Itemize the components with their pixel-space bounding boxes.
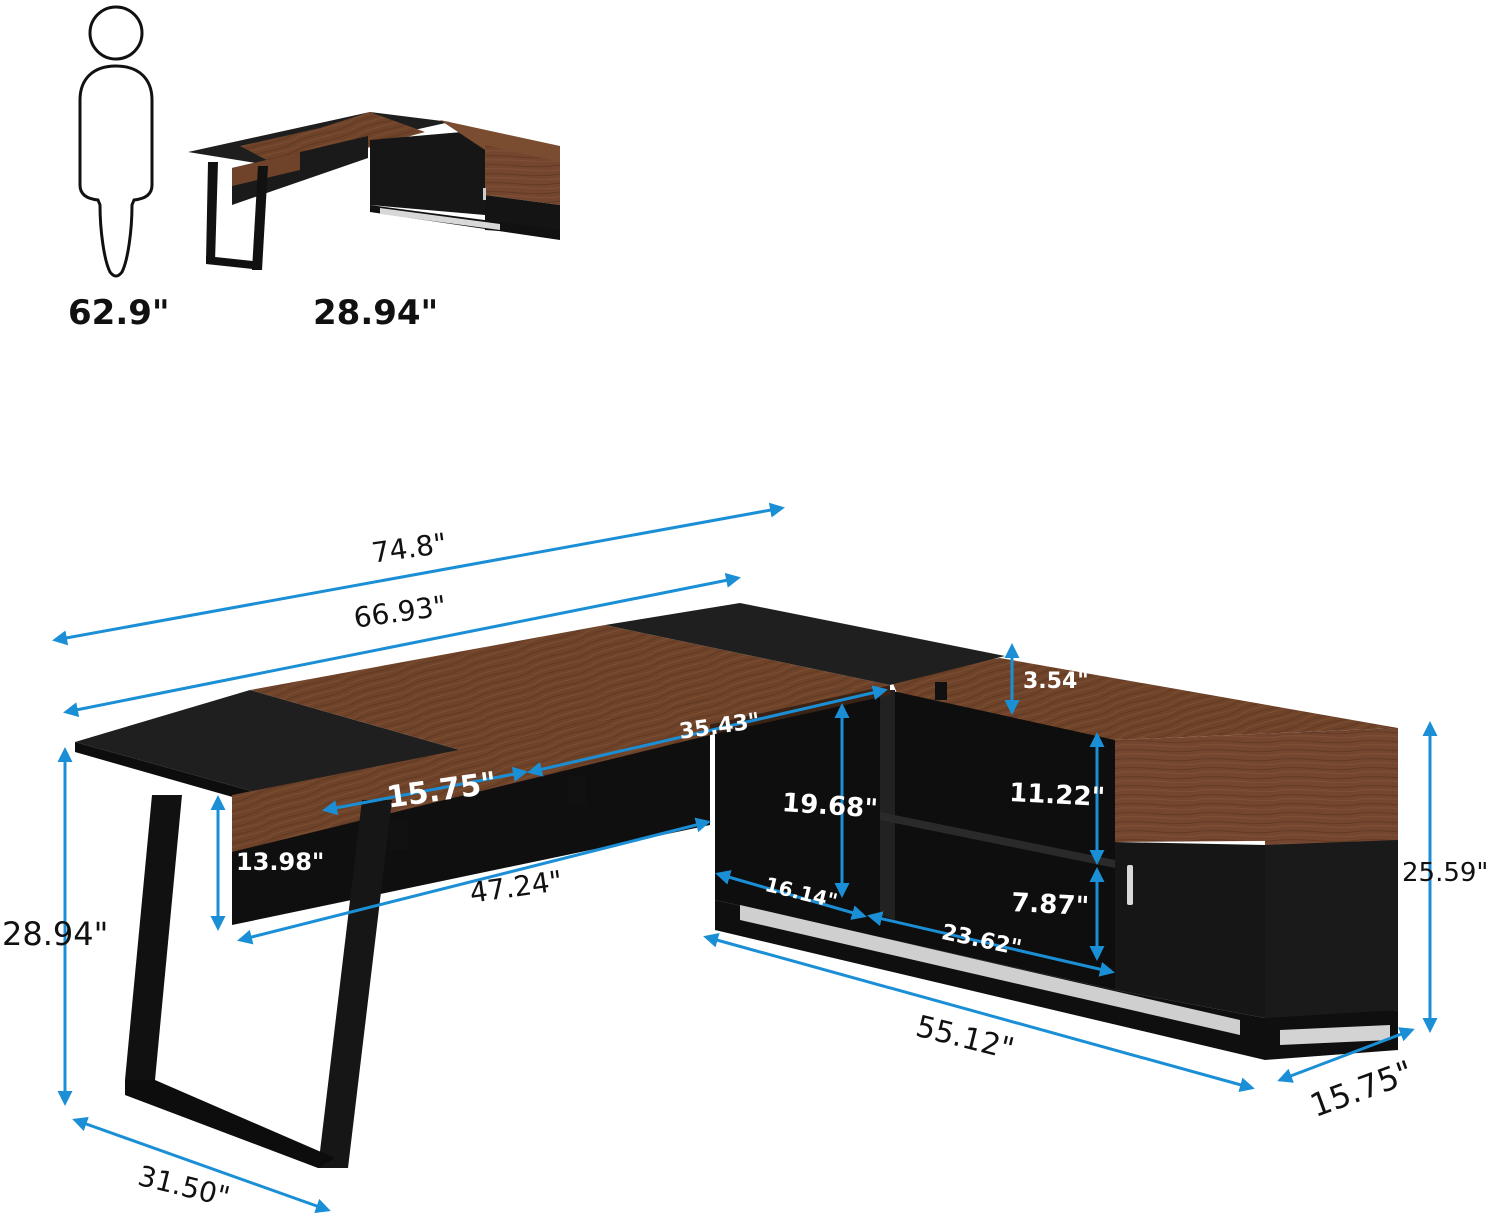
arrow-cabinet-length: [703, 932, 1255, 1093]
modesty-panel-height-label: 13.98": [236, 848, 325, 876]
arrow-desktop-length: [63, 572, 741, 718]
height-gap-label: 3.54": [1023, 669, 1089, 694]
arrow-side-panel-width: [322, 766, 528, 816]
arrow-modesty-length: [237, 817, 711, 945]
desk-illustration: [75, 603, 1398, 1168]
cabinet-height-label: 25.59": [1402, 858, 1489, 888]
arrow-desk-depth: [72, 1116, 331, 1214]
desk-thumbnail-height-label: 28.94": [313, 293, 439, 333]
desk-height-label: 28.94": [2, 915, 109, 953]
arrow-open-shelf-width: [715, 870, 867, 920]
lower-shelf-height-label: 7.87": [1010, 888, 1090, 923]
dimension-arrows: [52, 502, 1438, 1214]
cabinet-door-handle: [1127, 865, 1133, 905]
upper-shelf-height-label: 11.22": [1008, 778, 1106, 813]
person-silhouette-icon: [78, 5, 154, 278]
open-shelf-height-label: 19.68": [781, 788, 879, 825]
person-height-label: 62.9": [68, 293, 170, 333]
arrow-cabinet-top-width: [527, 685, 888, 777]
desk-thumbnail-image: [188, 112, 560, 270]
arrow-cabinet-depth: [1277, 1027, 1415, 1083]
